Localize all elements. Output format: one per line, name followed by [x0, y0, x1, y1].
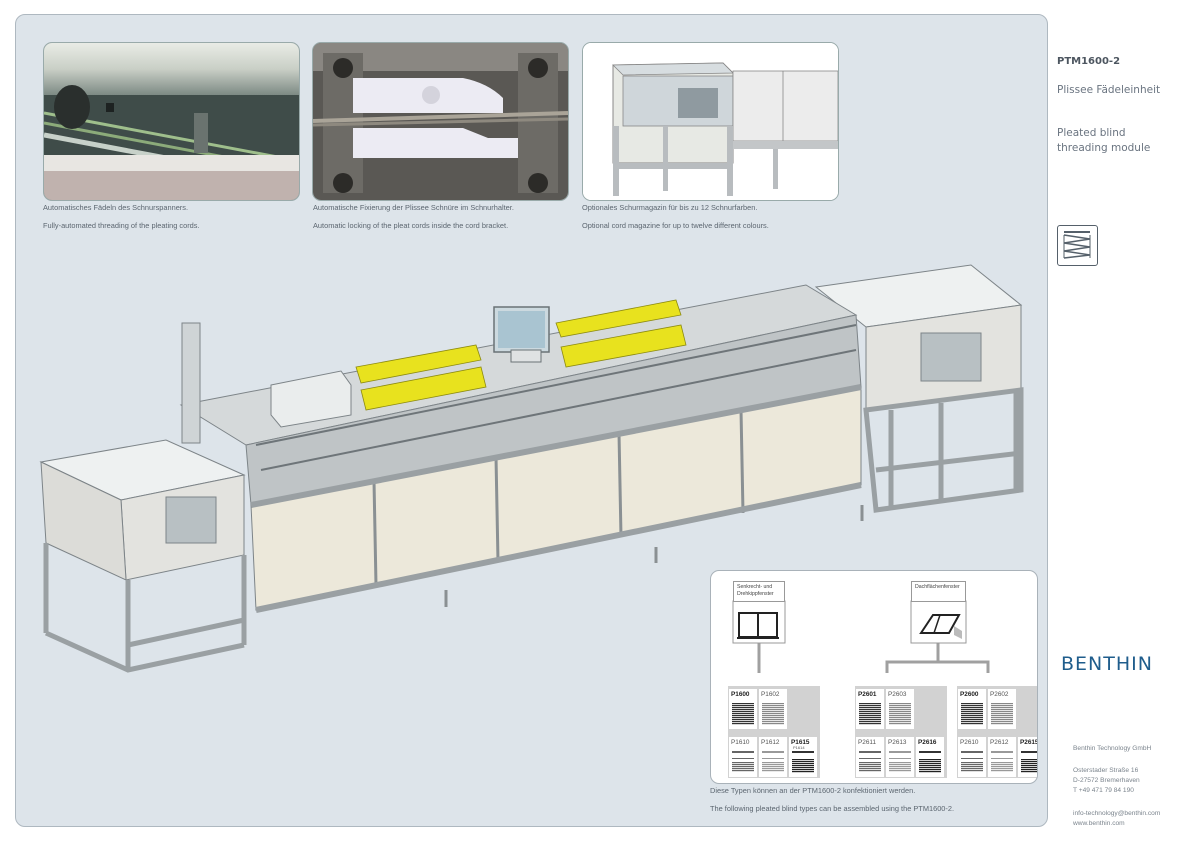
blind-pattern-icon: [792, 751, 814, 773]
blind-type-label: P2615: [1020, 739, 1038, 746]
photo-cord-bracket: [312, 42, 569, 201]
right-group-label: Dachflächenfenster: [911, 581, 966, 602]
web-link[interactable]: www.benthin.com: [1073, 820, 1125, 827]
roof-window-icon: [919, 614, 962, 639]
blind-type-label: P1602: [761, 691, 780, 698]
blind-type-label: P1612: [761, 739, 780, 746]
caption-1-de: Automatisches Fädeln des Schnurspanners.: [43, 203, 189, 212]
machine-illustration: [39, 264, 1024, 673]
blind-type-cell: P2603: [886, 689, 914, 729]
blind-pattern-icon: [732, 751, 754, 772]
blind-pattern-icon: [961, 751, 983, 772]
company-name: Benthin Technology GmbH: [1073, 745, 1152, 752]
blind-type-cell: P2600: [958, 689, 986, 729]
blind-type-label: P1610: [731, 739, 750, 746]
blind-type-sublabel: P1614: [793, 745, 805, 750]
blind-pattern-icon: [859, 703, 881, 725]
blind-pattern-icon: [991, 703, 1013, 725]
brand-logo: BENTHIN: [1061, 653, 1153, 675]
blind-type-cell: P1612: [759, 737, 787, 777]
caption-3-en: Optional cord magazine for up to twelve …: [582, 221, 769, 230]
blind-pattern-icon: [889, 703, 911, 725]
blind-type-label: P2601: [858, 691, 877, 698]
product-name-en-1: Pleated blind: [1057, 127, 1126, 139]
caption-3-de: Optionales Schurmagazin für bis zu 12 Sc…: [582, 203, 758, 212]
pleated-blind-icon: [1057, 225, 1098, 266]
blind-type-label: P2613: [888, 739, 907, 746]
caption-1-en: Fully-automated threading of the pleatin…: [43, 221, 200, 230]
main-machine-body: [179, 284, 864, 613]
blind-type-cell: P2602: [988, 689, 1016, 729]
blind-pattern-icon: [762, 703, 784, 725]
diagram-caption-de: Diese Typen können an der PTM1600-2 konf…: [710, 786, 916, 795]
product-code: PTM1600-2: [1057, 56, 1121, 67]
blind-type-cell: P1600: [729, 689, 757, 729]
blind-type-cell: P2612: [988, 737, 1016, 777]
left-group-label: Senkrecht- und Drehkippfenster: [733, 581, 785, 602]
photo-cord-magazine: [582, 42, 839, 201]
blind-type-label: P1615: [791, 739, 810, 746]
blind-type-label: P2616: [918, 739, 937, 746]
address-street: Osterstader Straße 16: [1073, 767, 1139, 774]
blind-type-cell: P2615: [1018, 737, 1038, 777]
blind-type-cell: P2610: [958, 737, 986, 777]
blind-type-cell: P2613: [886, 737, 914, 777]
blind-type-label: P2603: [888, 691, 907, 698]
blind-type-cell: P2616: [916, 737, 944, 777]
right-cabinet: [814, 264, 1024, 513]
blind-type-label: P2610: [960, 739, 979, 746]
diagram-caption-en: The following pleated blind types can be…: [710, 804, 955, 813]
blind-pattern-icon: [889, 751, 911, 772]
blind-type-cell: P2611: [856, 737, 884, 777]
blind-type-label: P2611: [858, 739, 877, 746]
window-icon: [737, 612, 779, 639]
blind-pattern-icon: [859, 751, 881, 772]
phone: T +49 471 79 84 190: [1073, 787, 1134, 794]
content-panel: Automatisches Fädeln des Schnurspanners.…: [15, 14, 1048, 827]
blind-type-label: P1600: [731, 691, 750, 698]
left-cabinet: [39, 439, 247, 673]
blind-type-label: P2602: [990, 691, 1009, 698]
caption-2-de: Automatische Fixierung der Plissee Schnü…: [313, 203, 514, 212]
product-name-en-2: threading module: [1057, 142, 1151, 154]
blind-type-cell: P2601: [856, 689, 884, 729]
blind-type-label: P2600: [960, 691, 979, 698]
caption-2-en: Automatic locking of the pleat cords ins…: [313, 221, 509, 230]
blind-type-label: P2612: [990, 739, 1009, 746]
photo-cord-threading: [43, 42, 300, 201]
blind-pattern-icon: [1021, 751, 1037, 773]
address-city: D-27572 Bremerhaven: [1073, 777, 1140, 784]
blind-pattern-icon: [919, 751, 941, 773]
blind-type-cell: P1610: [729, 737, 757, 777]
blind-pattern-icon: [762, 751, 784, 772]
blind-pattern-icon: [732, 703, 754, 725]
product-name-de: Plissee Fädeleinheit: [1057, 84, 1161, 96]
blind-type-cell: P1602: [759, 689, 787, 729]
blind-types-diagram: Senkrecht- und Drehkippfenster Dachfläch…: [710, 570, 1038, 784]
blind-pattern-icon: [991, 751, 1013, 772]
blind-pattern-icon: [961, 703, 983, 725]
email-link[interactable]: info-technology@benthin.com: [1073, 810, 1161, 817]
